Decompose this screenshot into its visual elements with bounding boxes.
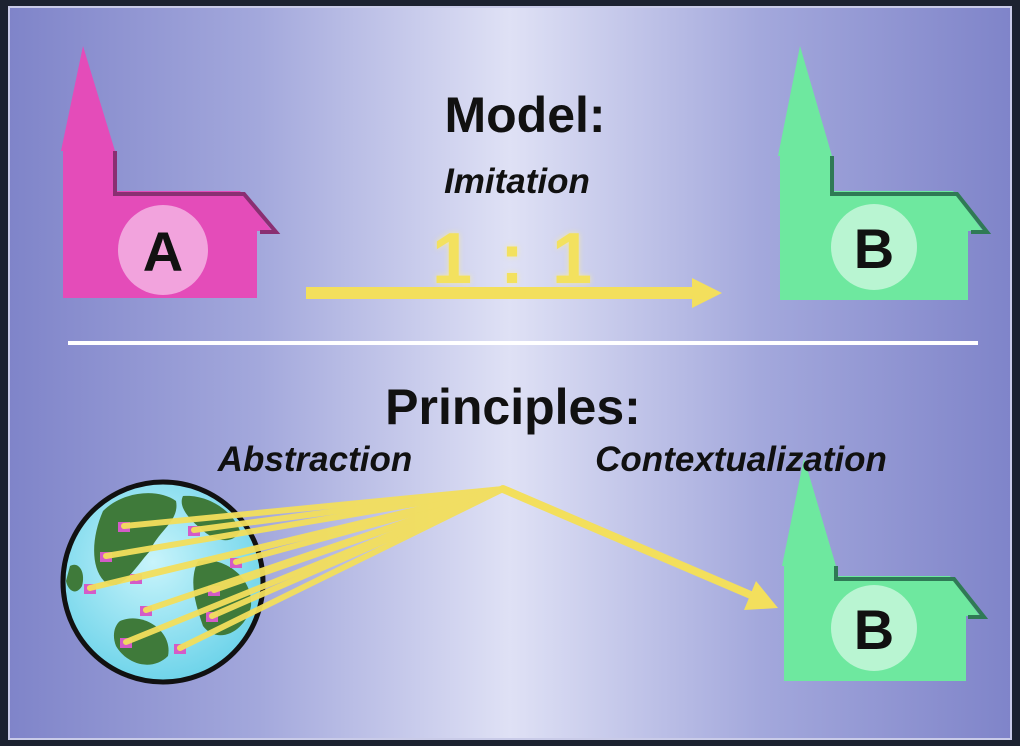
model-subheading: Imitation bbox=[444, 162, 590, 201]
contextualization-arrow bbox=[499, 485, 778, 610]
contextualization-label: Contextualization bbox=[595, 440, 887, 479]
church-b2-letter: B bbox=[854, 598, 894, 661]
church-a-letter: A bbox=[143, 220, 183, 283]
imitation-arrow bbox=[306, 278, 722, 308]
abstraction-label: Abstraction bbox=[217, 440, 413, 479]
section-divider bbox=[68, 341, 978, 345]
principles-heading: Principles: bbox=[385, 379, 641, 435]
abstraction-rays bbox=[87, 486, 506, 651]
model-heading: Model: bbox=[444, 87, 606, 143]
slide: A B B bbox=[8, 6, 1012, 740]
church-a-icon: A bbox=[61, 46, 281, 298]
diagram-artwork: A B B bbox=[60, 46, 992, 685]
church-b2-icon: B bbox=[782, 458, 989, 681]
ratio-label: 1 : 1 bbox=[431, 219, 597, 299]
church-b-letter: B bbox=[854, 217, 894, 280]
church-b-icon: B bbox=[778, 46, 992, 300]
